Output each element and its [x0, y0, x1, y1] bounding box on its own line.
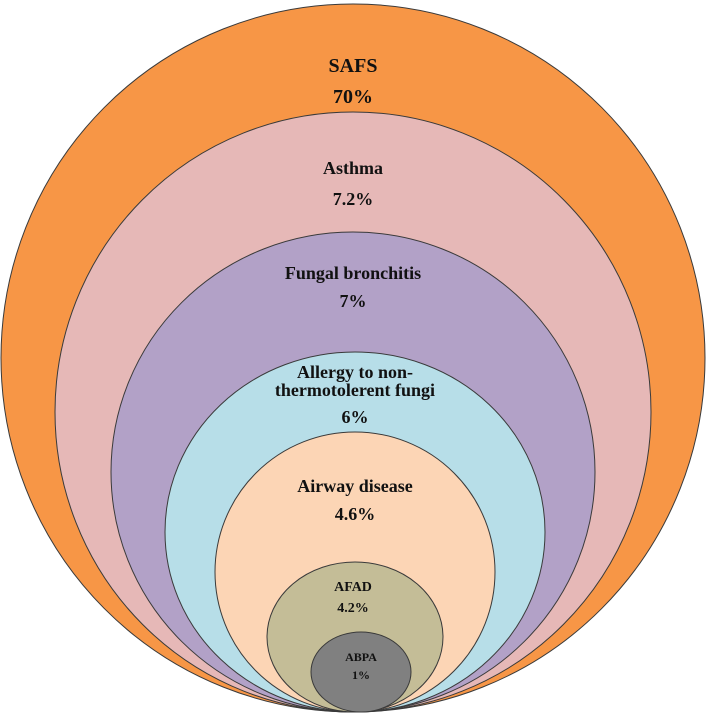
allergy-label-line1: Allergy to non- — [297, 362, 413, 382]
fungal-bronchitis-label: Fungal bronchitis — [285, 263, 421, 283]
safs-label: SAFS — [329, 55, 378, 77]
allergy-label-line2: thermotolerent fungi — [275, 380, 435, 400]
circle-shapes — [0, 3, 706, 713]
abpa-value: 1% — [352, 668, 370, 682]
safs-value: 70% — [333, 86, 373, 108]
fungal-bronchitis-value: 7% — [340, 291, 367, 311]
airway-disease-label: Airway disease — [297, 476, 413, 496]
asthma-label: Asthma — [323, 158, 383, 178]
airway-disease-value: 4.6% — [335, 504, 376, 524]
allergy-value: 6% — [342, 407, 369, 427]
abpa-label: ABPA — [345, 650, 377, 664]
asthma-value: 7.2% — [333, 189, 374, 209]
afad-label: AFAD — [334, 580, 372, 595]
afad-value: 4.2% — [337, 601, 369, 616]
circle-labels: SAFS 70% Asthma 7.2% Fungal bronchitis 7… — [275, 55, 435, 682]
circle-abpa — [310, 631, 412, 713]
